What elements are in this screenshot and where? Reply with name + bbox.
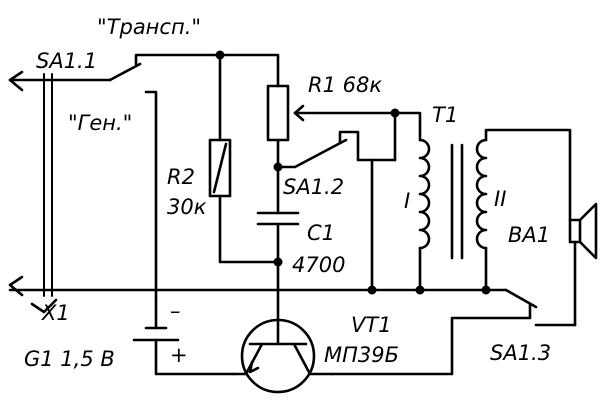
label-vt1: VT1 — [351, 313, 392, 337]
label-battery-minus: – — [170, 299, 181, 323]
label-r2-value: 30к — [167, 195, 207, 219]
transistor-vt1 — [232, 288, 334, 394]
label-winding-1: I — [404, 189, 410, 213]
label-ba1: BA1 — [508, 223, 550, 247]
switch-sa1-1 — [108, 53, 222, 298]
speaker-ba1 — [568, 202, 598, 327]
junction-dots — [215, 50, 491, 295]
label-sa1-3: SA1.3 — [490, 341, 551, 365]
connector-x1 — [8, 70, 58, 314]
label-g1: G1 1,5 В — [24, 347, 115, 371]
label-sa1-1: SA1.1 — [36, 49, 97, 73]
capacitor-c1 — [256, 198, 300, 264]
label-r1: R1 68к — [308, 73, 382, 97]
label-battery-plus: + — [170, 343, 188, 367]
wire-top-rail — [218, 53, 280, 88]
label-sa1-2: SA1.2 — [283, 175, 344, 199]
label-transistor-type: МП39Б — [324, 343, 399, 367]
label-winding-2: II — [494, 187, 506, 211]
switch-sa1-3 — [330, 288, 577, 376]
label-c1-value: 4700 — [292, 253, 345, 277]
label-gen: "Ген." — [68, 111, 132, 135]
transformer-t1 — [393, 111, 572, 292]
resistor-r2 — [208, 53, 280, 264]
label-t1: T1 — [432, 103, 458, 127]
battery-g1 — [132, 294, 236, 376]
label-r2: R2 — [167, 165, 195, 189]
label-c1: C1 — [307, 221, 335, 245]
label-transp: "Трансп." — [97, 15, 201, 39]
label-x1: X1 — [41, 301, 70, 325]
switch-sa1-2 — [276, 111, 397, 169]
